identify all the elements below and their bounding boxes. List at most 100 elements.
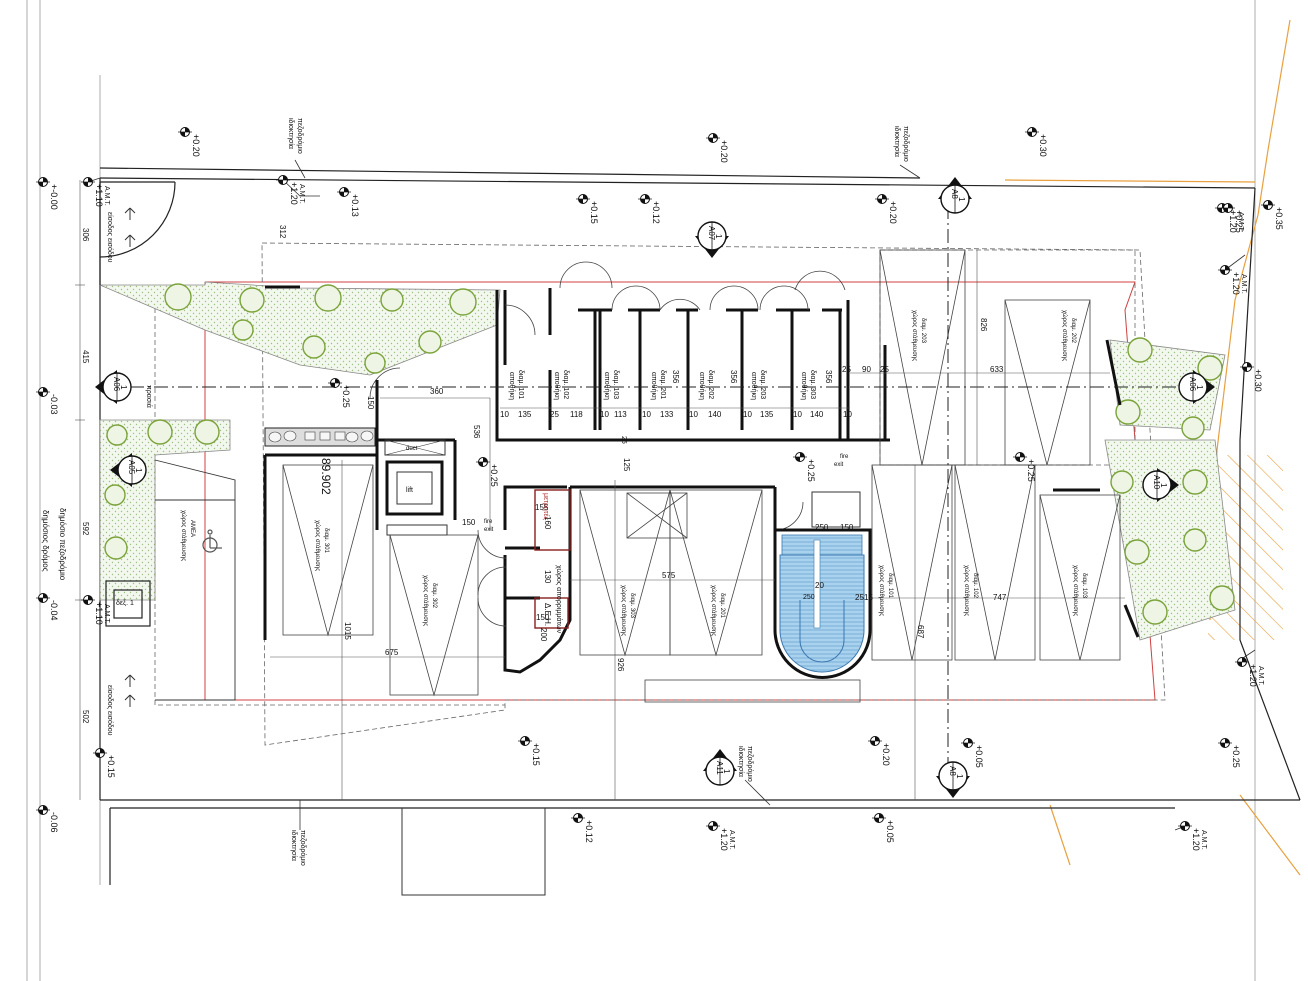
dim-150d: 150 xyxy=(536,613,550,622)
level-unit: Α.Μ.Τ. xyxy=(728,830,735,850)
parking-302-num: διαμ. 302 xyxy=(431,583,437,609)
level-marker-icon: +0.12 xyxy=(638,194,661,224)
dim-160: 160 xyxy=(543,516,552,530)
pool xyxy=(773,528,872,679)
parking-103-label: χώρος στάθμευσης xyxy=(1072,565,1079,616)
level-value: +1.20 xyxy=(1228,210,1238,233)
level-value: +0.25 xyxy=(1026,459,1036,482)
storage-room-num: διαμ. 303 xyxy=(809,370,816,399)
storage-room-label: αποθήκη xyxy=(553,372,560,400)
level-value: +0.20 xyxy=(888,201,898,224)
level-marker-icon: +0.30 xyxy=(1025,127,1048,157)
dim-356a: 356 xyxy=(671,370,680,384)
level-value: +0.25 xyxy=(341,385,351,408)
storage-room-label: αποθήκη xyxy=(800,372,807,400)
level-marker-icon: -0.06 xyxy=(36,805,59,833)
dim-130: 130 xyxy=(543,570,552,584)
tank-label: δεξ. 1 xyxy=(116,600,134,607)
dim-826: 826 xyxy=(979,318,988,332)
level-unit: Α.Μ.Τ. xyxy=(103,604,110,624)
tree-icon xyxy=(418,330,442,354)
misc-walls xyxy=(265,285,1140,638)
dim-125: 125 xyxy=(622,458,631,472)
dim-10c: 10 xyxy=(642,410,651,419)
side-garden-left xyxy=(99,419,231,601)
level-value: +-0.00 xyxy=(49,184,59,210)
level-value: -0.04 xyxy=(49,600,59,621)
right-parking-bays xyxy=(644,249,1121,703)
level-value: +0.20 xyxy=(719,140,729,163)
pool-changing xyxy=(811,491,861,528)
entrance-arrows xyxy=(124,207,136,707)
entrance-top-label: είσοδος εισόδου xyxy=(106,212,114,263)
tree-icon xyxy=(194,419,220,445)
level-marker-icon: +0.15 xyxy=(576,194,599,224)
left-parking-bays xyxy=(282,464,479,697)
dim-155: 155 xyxy=(535,503,549,512)
dim-150a: 150 xyxy=(366,396,375,410)
parking-102-num: διαμ. 102 xyxy=(972,573,978,599)
dim-312: 312 xyxy=(278,225,287,239)
level-marker-icon: +0.20 xyxy=(706,133,729,163)
tree-icon xyxy=(449,288,477,316)
level-value: +0.20 xyxy=(881,743,891,766)
dim-25f: 25 xyxy=(855,593,864,602)
dim-140a: 140 xyxy=(708,410,722,419)
dim-10e: 10 xyxy=(743,410,752,419)
tree-icon xyxy=(104,536,128,560)
level-marker-icon: +0.15 xyxy=(518,736,541,766)
level-marker-icon: +0.25 xyxy=(1221,203,1244,233)
fire-exit-b-label: fire xyxy=(840,454,849,460)
dim-356b: 356 xyxy=(729,370,738,384)
level-value: +0.05 xyxy=(974,745,984,768)
lift-box xyxy=(396,471,433,505)
side-garden-right-bottom xyxy=(1104,439,1236,641)
level-marker-icon: +0.30 xyxy=(1240,362,1263,392)
level-marker-icon: +0.25 xyxy=(793,452,816,482)
storage-room-num: διαμ. 103 xyxy=(612,370,619,399)
dim-360: 360 xyxy=(430,387,444,396)
dim-10g: 10 xyxy=(843,410,852,419)
fire-exit-a-label-2: exit xyxy=(484,527,494,533)
dim-536: 536 xyxy=(472,425,481,439)
dim-25d: 25 xyxy=(842,365,851,374)
level-marker-icon: +-0.00 xyxy=(36,177,59,210)
level-unit: Α.Μ.Τ. xyxy=(1240,274,1247,294)
section-sheet: 1 xyxy=(119,385,128,390)
lift-hatch xyxy=(386,524,448,536)
dim-135b: 135 xyxy=(760,410,774,419)
level-marker-icon: +0.25 xyxy=(1013,452,1036,482)
dim-1015: 1015 xyxy=(343,622,352,640)
boundary-label-top-right-1: ιδιοκτησία xyxy=(893,126,901,157)
dim-356c: 356 xyxy=(824,370,833,384)
front-garden xyxy=(99,281,501,376)
tree-icon xyxy=(1110,470,1134,494)
parking-201-label: χώρος στάθμευσης xyxy=(710,585,717,636)
parking-ameas xyxy=(154,459,236,701)
dim-10d: 10 xyxy=(689,410,698,419)
level-marker-icon: +0.13 xyxy=(337,187,360,217)
section-sheet: 1 xyxy=(1159,483,1168,488)
section-id: Α10 xyxy=(1152,475,1161,490)
dim-25e: 25 xyxy=(880,365,889,374)
dim-10f: 10 xyxy=(793,410,802,419)
level-marker-icon: +0.15 xyxy=(93,748,116,778)
storage-room-label: αποθήκη xyxy=(698,372,705,400)
level-value: +0.15 xyxy=(531,743,541,766)
tree-icon xyxy=(164,283,192,311)
meters-label: μετρητές xyxy=(542,493,550,521)
level-unit: Α.Μ.Τ. xyxy=(1200,830,1207,850)
section-id: Α06 xyxy=(112,377,121,392)
bins-label: χώρος απορριμμάτων xyxy=(555,565,563,634)
level-marker-icon: +0.20 xyxy=(875,194,898,224)
level-value: +0.20 xyxy=(191,134,201,157)
labels: δημόσιος δρόμος δημόσιο πεζοδρόμιο ιδιοκ… xyxy=(41,118,1087,866)
parking-201-num: διαμ. 201 xyxy=(719,593,725,619)
bottom-neighbor xyxy=(401,808,546,896)
